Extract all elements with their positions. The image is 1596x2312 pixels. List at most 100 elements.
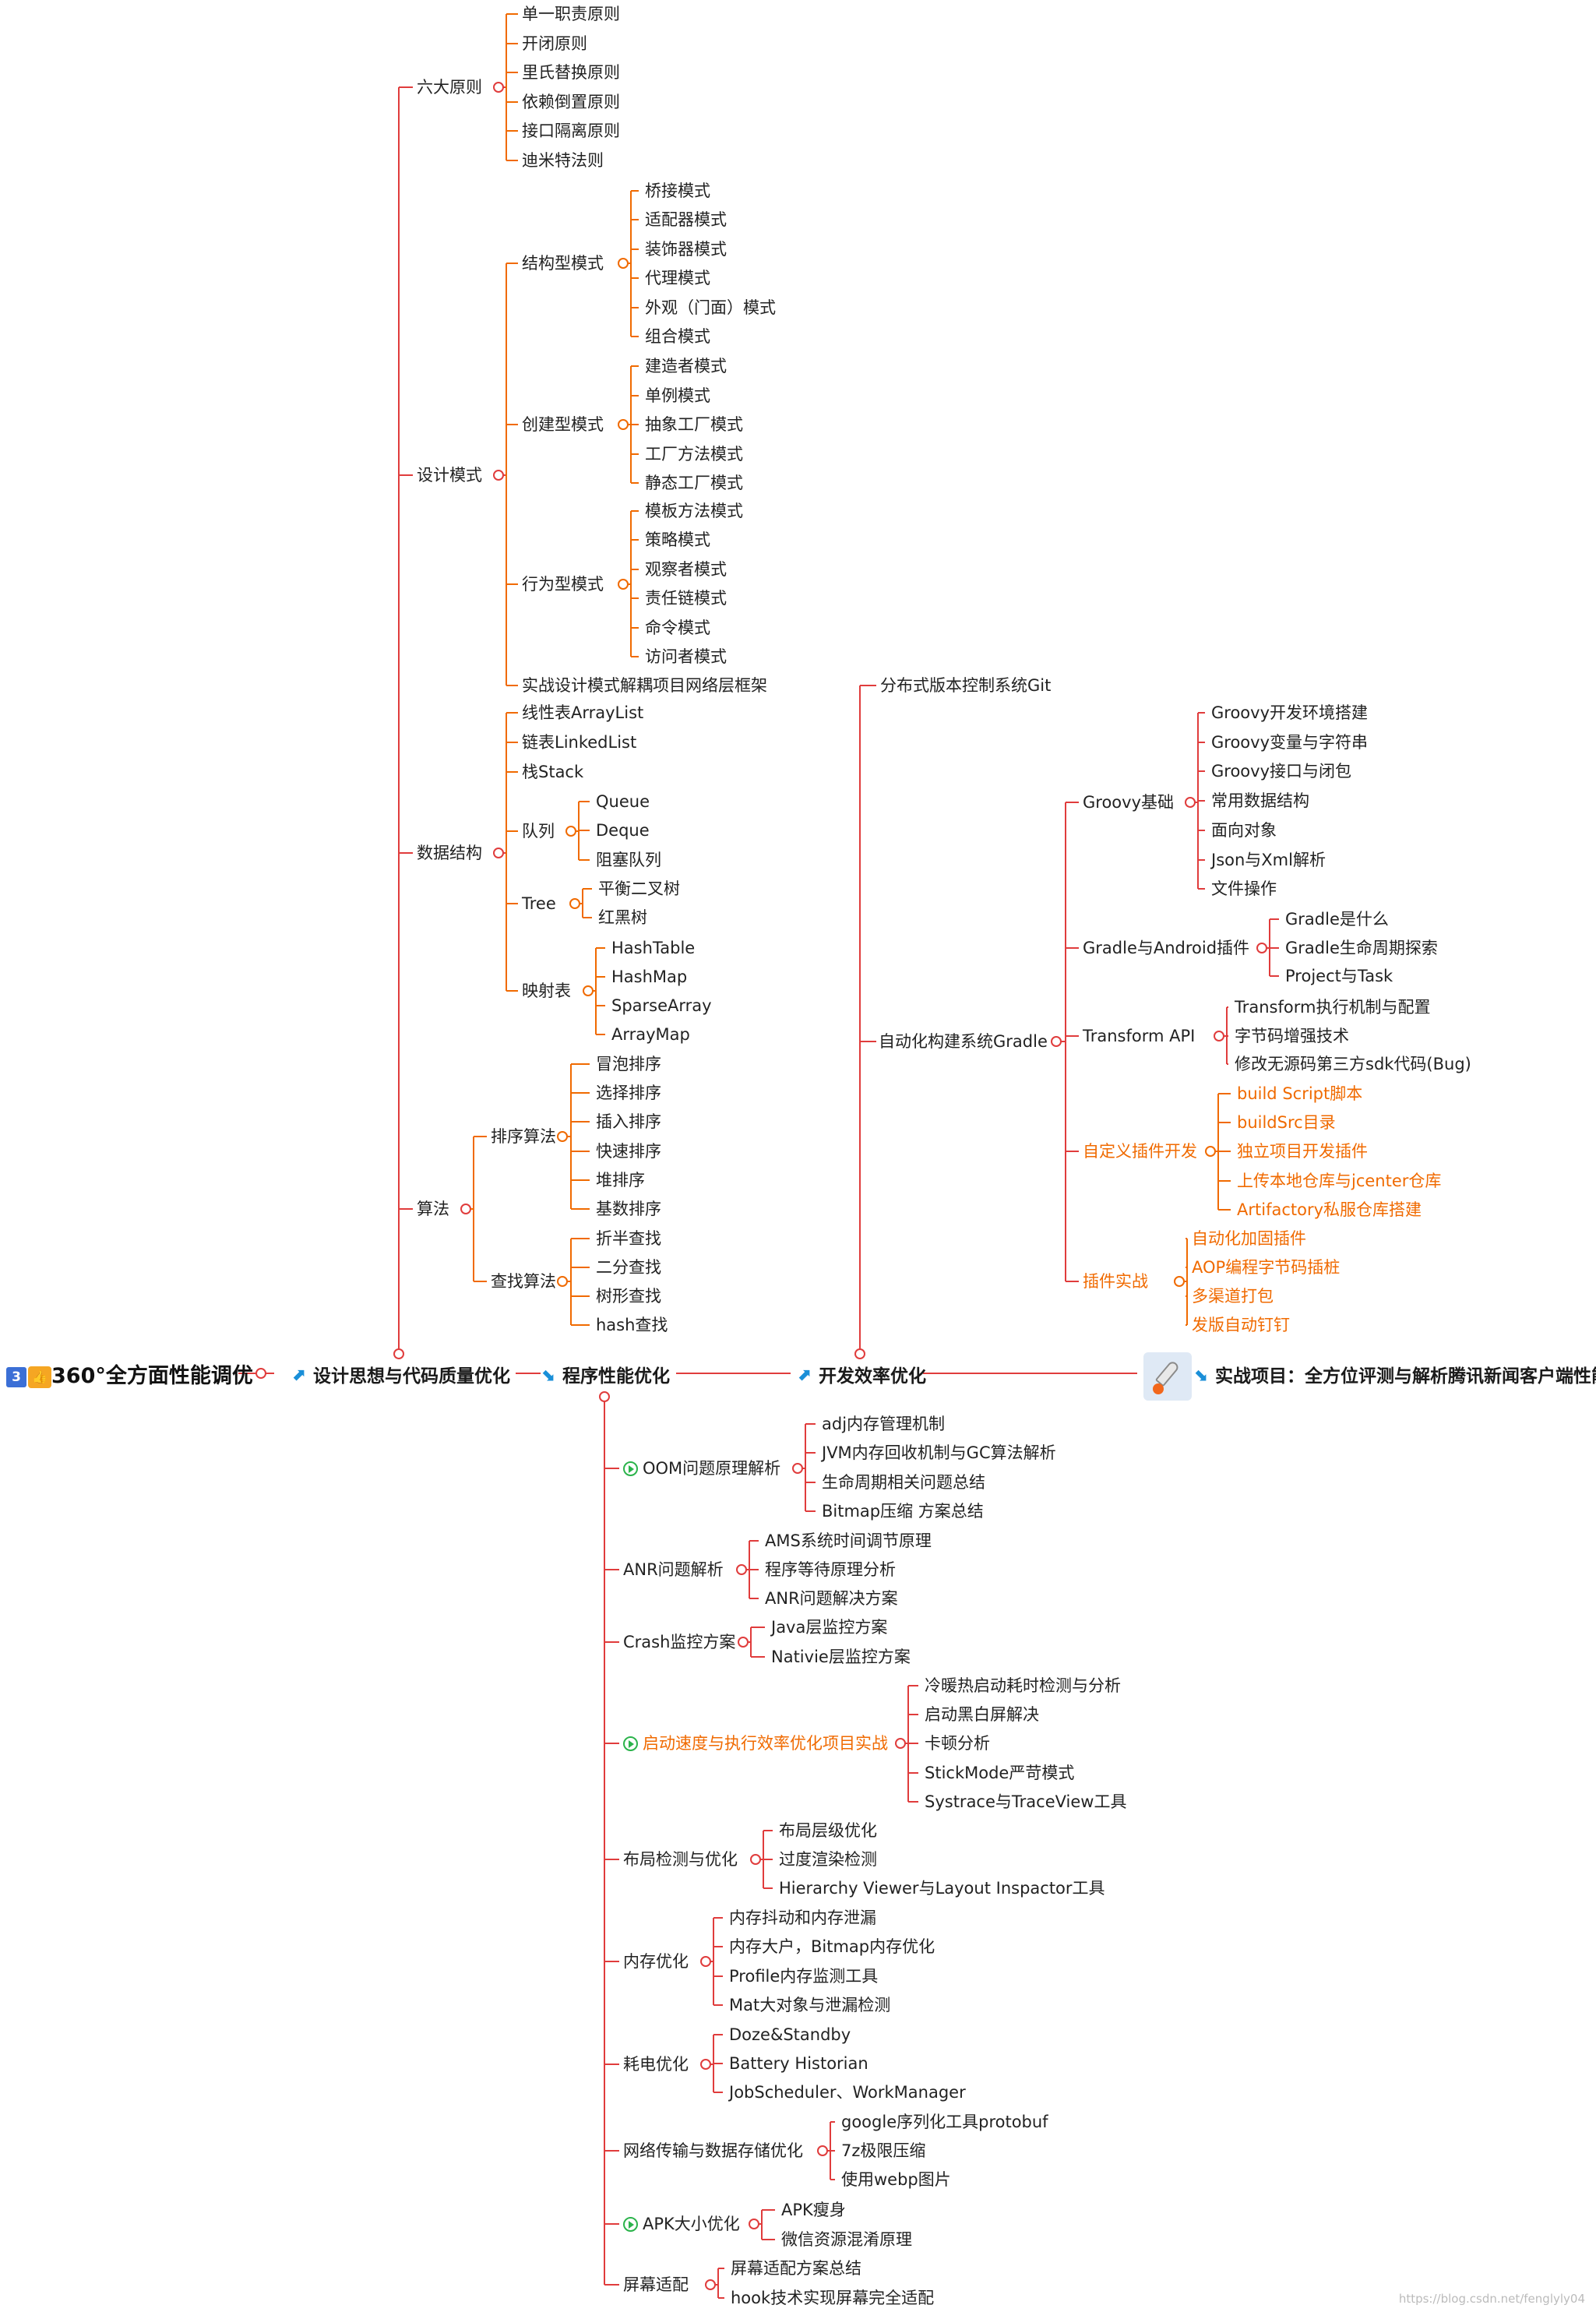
- leaf-label[interactable]: 屏幕适配方案总结: [731, 2257, 861, 2279]
- leaf-label[interactable]: 阻塞队列: [596, 849, 661, 871]
- leaf-label[interactable]: 工厂方法模式: [645, 443, 743, 465]
- leaf-label[interactable]: Gradle生命周期探索: [1285, 937, 1438, 959]
- leaf-label[interactable]: hash查找: [596, 1314, 668, 1336]
- leaf-label[interactable]: 堆排序: [596, 1169, 645, 1191]
- group-label[interactable]: 结构型模式: [522, 252, 604, 274]
- group-label[interactable]: Gradle与Android插件: [1083, 937, 1249, 959]
- root-node-title[interactable]: 360°全方面性能调优: [51, 1364, 253, 1388]
- group-label[interactable]: Transform API: [1083, 1025, 1195, 1047]
- leaf-label[interactable]: 使用webp图片: [841, 2169, 951, 2190]
- leaf-label[interactable]: 选择排序: [596, 1082, 661, 1104]
- leaf-label[interactable]: 装饰器模式: [645, 238, 727, 260]
- group-label[interactable]: APK大小优化: [623, 2213, 740, 2235]
- leaf-label[interactable]: 程序等待原理分析: [765, 1559, 896, 1581]
- group-label[interactable]: ANR问题解析: [623, 1559, 724, 1581]
- leaf-label[interactable]: 文件操作: [1211, 878, 1277, 900]
- group-label[interactable]: Crash监控方案: [623, 1631, 735, 1653]
- leaf-label[interactable]: 链表LinkedList: [522, 731, 636, 753]
- leaf-label[interactable]: Systrace与TraceView工具: [925, 1791, 1126, 1813]
- leaf-label[interactable]: 多渠道打包: [1192, 1285, 1274, 1307]
- leaf-label[interactable]: Transform执行机制与配置: [1235, 996, 1430, 1018]
- group-label[interactable]: 网络传输与数据存储优化: [623, 2140, 803, 2162]
- leaf-label[interactable]: 发版自动钉钉: [1192, 1314, 1290, 1336]
- leaf-label[interactable]: 7z极限压缩: [841, 2140, 925, 2162]
- leaf-label[interactable]: adj内存管理机制: [822, 1413, 945, 1435]
- leaf-label[interactable]: 启动黑白屏解决: [925, 1704, 1039, 1725]
- leaf-label[interactable]: 生命周期相关问题总结: [822, 1471, 985, 1493]
- leaf-label[interactable]: 栈Stack: [522, 761, 583, 783]
- leaf-label[interactable]: google序列化工具protobuf: [841, 2111, 1048, 2133]
- leaf-label[interactable]: Project与Task: [1285, 965, 1393, 987]
- leaf-label[interactable]: 冒泡排序: [596, 1053, 661, 1075]
- leaf-label[interactable]: 插入排序: [596, 1111, 661, 1133]
- leaf-label[interactable]: 代理模式: [645, 267, 710, 289]
- group-label[interactable]: 映射表: [522, 980, 571, 1002]
- group-label[interactable]: Tree: [522, 893, 556, 915]
- leaf-label[interactable]: ArrayMap: [611, 1024, 690, 1045]
- group-label[interactable]: 设计模式: [417, 464, 482, 486]
- leaf-label[interactable]: 访问者模式: [645, 646, 727, 668]
- leaf-label[interactable]: AOP编程字节码插桩: [1192, 1256, 1340, 1278]
- group-label[interactable]: 自动化构建系统Gradle: [879, 1031, 1048, 1052]
- leaf-label[interactable]: APK瘦身: [781, 2199, 846, 2221]
- leaf-label[interactable]: 桥接模式: [645, 180, 710, 202]
- leaf-label[interactable]: 单例模式: [645, 385, 710, 407]
- leaf-label[interactable]: Json与Xml解析: [1211, 849, 1326, 871]
- leaf-label[interactable]: Groovy变量与字符串: [1211, 731, 1368, 753]
- leaf-label[interactable]: Mat大对象与泄漏检测: [729, 1994, 890, 2016]
- leaf-label[interactable]: 卡顿分析: [925, 1732, 990, 1754]
- group-label[interactable]: 六大原则: [417, 76, 482, 98]
- group-label[interactable]: 启动速度与执行效率优化项目实战: [623, 1732, 888, 1754]
- group-label[interactable]: 耗电优化: [623, 2053, 689, 2075]
- branch-design[interactable]: 设计思想与代码质量优化: [313, 1366, 510, 1387]
- leaf-label[interactable]: Groovy开发环境搭建: [1211, 702, 1368, 724]
- leaf-label[interactable]: 建造者模式: [645, 355, 727, 377]
- leaf-label[interactable]: 依赖倒置原则: [522, 91, 620, 113]
- leaf-label[interactable]: HashMap: [611, 966, 687, 988]
- leaf-label[interactable]: 冷暖热启动耗时检测与分析: [925, 1675, 1121, 1697]
- leaf-label[interactable]: hook技术实现屏幕完全适配: [731, 2287, 934, 2309]
- leaf-label[interactable]: 外观（门面）模式: [645, 297, 776, 319]
- leaf-label[interactable]: ANR问题解决方案: [765, 1588, 898, 1609]
- leaf-label[interactable]: Bitmap压缩 方案总结: [822, 1500, 984, 1522]
- leaf-label[interactable]: 面向对象: [1211, 819, 1277, 841]
- leaf-label[interactable]: Queue: [596, 791, 650, 812]
- leaf-label[interactable]: 迪米特法则: [522, 150, 604, 171]
- leaf-label[interactable]: 静态工厂模式: [645, 472, 743, 494]
- leaf-label[interactable]: Deque: [596, 819, 650, 841]
- leaf-label[interactable]: 快速排序: [596, 1140, 661, 1162]
- leaf-label[interactable]: 责任链模式: [645, 587, 727, 609]
- leaf-label[interactable]: 抽象工厂模式: [645, 414, 743, 435]
- leaf-label[interactable]: Doze&Standby: [729, 2024, 851, 2046]
- group-label[interactable]: 内存优化: [623, 1951, 689, 1972]
- leaf-label[interactable]: 平衡二叉树: [598, 878, 680, 900]
- leaf-label[interactable]: 内存抖动和内存泄漏: [729, 1907, 876, 1929]
- leaf-label[interactable]: Artifactory私服仓库搭建: [1237, 1199, 1422, 1221]
- leaf-label[interactable]: 观察者模式: [645, 559, 727, 580]
- group-label[interactable]: 插件实战: [1083, 1271, 1148, 1292]
- group-label[interactable]: 队列: [522, 820, 555, 842]
- leaf-label[interactable]: 上传本地仓库与jcenter仓库: [1237, 1170, 1441, 1192]
- leaf-label[interactable]: Nativie层监控方案: [771, 1646, 911, 1668]
- leaf-label[interactable]: 常用数据结构: [1211, 790, 1309, 812]
- leaf-label[interactable]: 开闭原则: [522, 33, 587, 55]
- leaf-label[interactable]: StickMode严苛模式: [925, 1762, 1074, 1784]
- leaf-label[interactable]: 命令模式: [645, 617, 710, 639]
- leaf-label[interactable]: Hierarchy Viewer与Layout Inspactor工具: [779, 1877, 1105, 1899]
- group-label[interactable]: 分布式版本控制系统Git: [880, 675, 1051, 696]
- group-label[interactable]: 查找算法: [491, 1271, 556, 1292]
- leaf-label[interactable]: Groovy接口与闭包: [1211, 760, 1351, 782]
- group-label[interactable]: 排序算法: [491, 1126, 556, 1147]
- leaf-label[interactable]: AMS系统时间调节原理: [765, 1530, 932, 1552]
- leaf-label[interactable]: Gradle是什么: [1285, 908, 1389, 930]
- group-label[interactable]: 布局检测与优化: [623, 1849, 738, 1870]
- group-label[interactable]: OOM问题原理解析: [623, 1457, 780, 1479]
- leaf-label[interactable]: 基数排序: [596, 1198, 661, 1220]
- leaf-label[interactable]: 自动化加固插件: [1192, 1228, 1306, 1249]
- leaf-label[interactable]: 适配器模式: [645, 209, 727, 231]
- group-label[interactable]: 算法: [417, 1198, 449, 1220]
- leaf-label[interactable]: Battery Historian: [729, 2053, 868, 2074]
- leaf-label[interactable]: 模板方法模式: [645, 500, 743, 522]
- group-label[interactable]: 行为型模式: [522, 573, 604, 595]
- leaf-label[interactable]: 树形查找: [596, 1285, 661, 1307]
